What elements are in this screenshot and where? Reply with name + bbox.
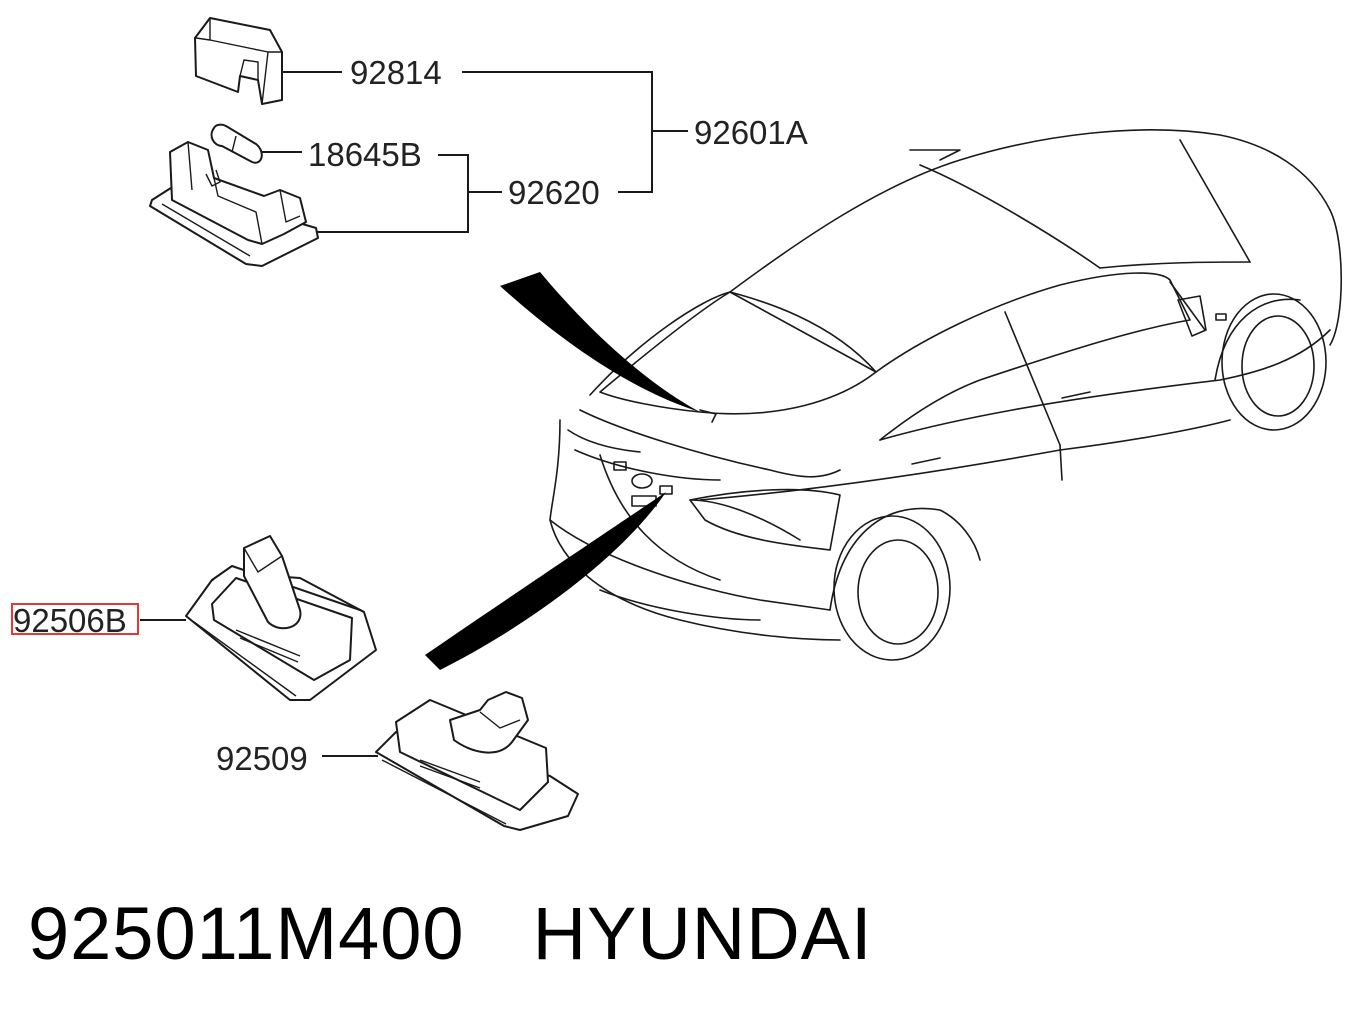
callout-18645b: 18645B <box>308 136 422 173</box>
car-drawing <box>549 129 1343 661</box>
caption-bar: 925011M400 HYUNDAI <box>28 888 873 978</box>
pointer-arrow-upper <box>500 272 700 412</box>
part-92509-lamp-drawing <box>375 691 579 831</box>
leader-lines <box>140 71 688 757</box>
callout-92814: 92814 <box>350 54 442 91</box>
part-92620-housing-drawing <box>149 141 319 267</box>
callout-92509: 92509 <box>216 740 308 777</box>
brand-name: HYUNDAI <box>532 891 873 975</box>
callout-92601a: 92601A <box>694 114 808 151</box>
part-92506b-lamp-drawing <box>185 535 377 701</box>
pointer-arrow-lower <box>425 492 666 670</box>
callout-92506b: 92506B <box>13 602 127 639</box>
callout-92506b-highlight <box>11 603 139 635</box>
part-number: 925011M400 <box>28 891 465 975</box>
callout-92620: 92620 <box>508 174 600 211</box>
part-92814-cover-drawing <box>194 17 283 105</box>
bulb-18645b-drawing <box>210 123 263 164</box>
parts-diagram: 92814 92601A 18645B 92620 92506B 92509 <box>11 17 1343 831</box>
